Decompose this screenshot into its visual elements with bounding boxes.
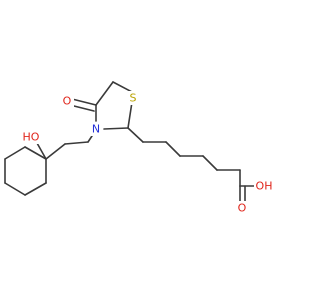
acid-carbonyl-oxygen-label: O: [238, 202, 247, 215]
ring-nitrogen-label: N: [92, 123, 100, 136]
bond-cy-2-3: [24, 182, 47, 196]
atom-labels: O S N HO O OH: [21, 91, 274, 215]
bond-cy-5-6: [4, 146, 26, 160]
bond-s1-c2: [127, 101, 133, 129]
bond-chain-1: [127, 127, 144, 143]
bond-c2-n3: [103, 127, 129, 130]
bond-c5-s1: [112, 81, 133, 93]
bonds: [4, 81, 255, 202]
bond-cy-3-4: [4, 182, 26, 196]
bond-ch2-cq: [45, 143, 66, 160]
bond-cq-oh: [36, 142, 47, 160]
bond-c4-o-double-a: [71, 98, 97, 106]
bond-cy-6-1: [24, 146, 47, 160]
bond-n-ch2: [87, 135, 93, 143]
ketone-oxygen-label: O: [63, 95, 72, 108]
ring-sulfur-label: S: [130, 92, 137, 105]
acid-hydroxyl-label: OH: [256, 180, 273, 193]
bond-chain-3: [165, 141, 181, 157]
bond-chain-5: [202, 155, 218, 171]
hydroxyl-label: HO: [23, 131, 40, 144]
bond-ch2-ch2: [64, 141, 89, 145]
molecule-structure: O S N HO O OH: [4, 81, 274, 215]
bond-c4-c5: [95, 81, 114, 106]
